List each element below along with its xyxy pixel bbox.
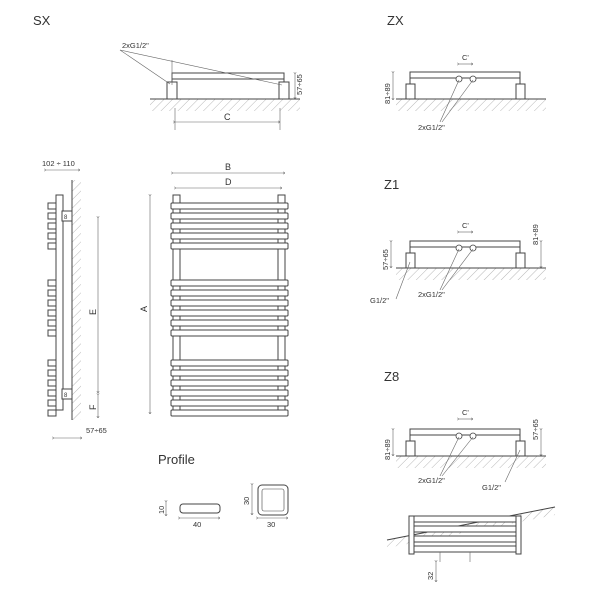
label-2xg12-sx: 2xG1/2"	[122, 41, 149, 50]
towel-bar	[170, 222, 289, 230]
towel-bar	[170, 319, 289, 327]
side-bar-end	[47, 299, 57, 307]
towel-bar	[170, 399, 289, 407]
floor-hatch	[150, 99, 300, 111]
towel-bar	[170, 242, 289, 250]
sx-top-view: 2xG1/2" C 57÷65	[119, 41, 304, 130]
section-title-sx: SX	[33, 13, 51, 28]
bracket-label-top: 8	[64, 215, 68, 221]
dim-a: A	[139, 306, 149, 312]
section-title-profile: Profile	[158, 452, 195, 467]
side-bar-end	[47, 232, 57, 240]
profile-section: 10 40 30 30	[157, 484, 289, 529]
dim-c-prime-z1: C'	[462, 221, 469, 230]
label-g12-z8: G1/2"	[482, 483, 501, 492]
dim-c: C	[224, 112, 231, 122]
towel-bar	[170, 289, 289, 297]
towel-bar	[170, 232, 289, 240]
dim-57-65-z1: 57÷65	[381, 249, 390, 270]
zx-view: C' 2xG1/2" 81÷89	[383, 53, 546, 132]
dim-102-110: 102 ÷ 110	[42, 159, 75, 168]
wall-hatch	[72, 180, 81, 420]
profile-square-bar	[257, 484, 289, 516]
towel-bar	[170, 299, 289, 307]
side-bar-end	[47, 289, 57, 297]
dim-f: F	[88, 404, 98, 410]
towel-bar	[170, 369, 289, 377]
side-bars	[47, 202, 57, 417]
towel-bar	[170, 409, 289, 417]
side-bar-end	[47, 319, 57, 327]
label-2xg12-zx: 2xG1/2"	[418, 123, 445, 132]
towel-bar	[170, 329, 289, 337]
dim-profile-30-h: 30	[242, 497, 251, 505]
dim-c-prime-zx: C'	[462, 53, 469, 62]
bracket-bottom	[61, 388, 73, 400]
label-2xg12-z8: 2xG1/2"	[418, 476, 445, 485]
dim-profile-40: 40	[193, 520, 201, 529]
dim-57-65-sx: 57÷65	[295, 74, 304, 95]
sx-side-view: 8 8 102 ÷ 110 E F 57÷65	[42, 159, 107, 438]
section-title-zx: ZX	[387, 13, 404, 28]
side-bar-end	[47, 202, 57, 210]
label-2xg12-z1: 2xG1/2"	[418, 290, 445, 299]
valve-right	[278, 81, 290, 100]
side-bar-end	[47, 379, 57, 387]
dim-e: E	[88, 309, 98, 315]
towel-bar	[170, 202, 289, 210]
section-title-z1: Z1	[384, 177, 399, 192]
towel-bar	[170, 389, 289, 397]
side-bar-end	[47, 399, 57, 407]
side-bar-end	[47, 389, 57, 397]
label-g12-z1: G1/2"	[370, 296, 389, 305]
sx-front-view: B D A	[139, 162, 289, 417]
towel-bar	[170, 279, 289, 287]
side-bar-end	[47, 279, 57, 287]
z8-view: C' 2xG1/2" G1/2" 81÷89 57÷65	[383, 408, 546, 492]
dim-b: B	[225, 162, 231, 172]
section-title-z8: Z8	[384, 369, 399, 384]
dim-profile-10: 10	[157, 506, 166, 514]
side-bar-end	[47, 309, 57, 317]
side-bar-end	[47, 242, 57, 250]
side-bar-end	[47, 329, 57, 337]
side-bar-end	[47, 369, 57, 377]
profile-flat-bar	[179, 503, 221, 514]
towel-bar	[170, 309, 289, 317]
bracket-top	[61, 210, 73, 222]
bracket-label-bottom: 8	[64, 393, 68, 399]
side-bar-end	[47, 212, 57, 220]
towel-bar	[170, 212, 289, 220]
slanted-install-view: 32	[386, 506, 556, 582]
dim-81-89-zx: 81÷89	[383, 83, 392, 104]
dim-c-prime-z8: C'	[462, 408, 469, 417]
dim-57-65-z8: 57÷65	[531, 419, 540, 440]
side-bar-end	[47, 409, 57, 417]
side-bar-end	[47, 359, 57, 367]
dim-57-65-side: 57÷65	[86, 426, 107, 435]
towel-bar	[170, 379, 289, 387]
towel-bar	[170, 359, 289, 367]
dim-32: 32	[426, 572, 435, 580]
side-bar-end	[47, 222, 57, 230]
front-bars	[170, 202, 289, 417]
dim-81-89-z1: 81÷89	[531, 224, 540, 245]
z1-view: C' 2xG1/2" G1/2" 57÷65 81÷89	[370, 221, 546, 305]
dim-d: D	[225, 177, 232, 187]
dim-81-89-z8: 81÷89	[383, 439, 392, 460]
dim-profile-30-w: 30	[267, 520, 275, 529]
